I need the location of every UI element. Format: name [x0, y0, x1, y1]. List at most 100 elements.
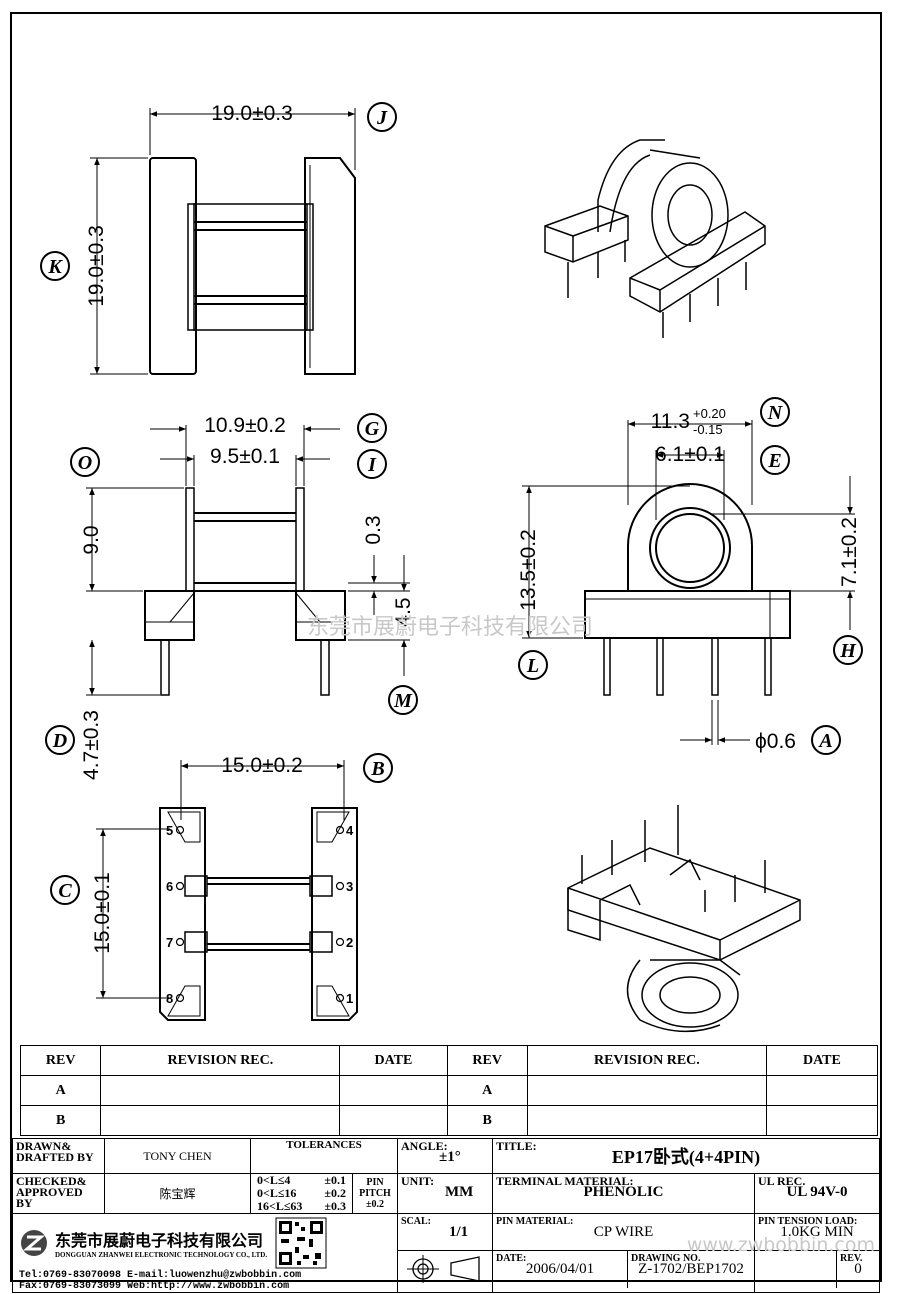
- unit-value: MM: [445, 1184, 474, 1200]
- pin-4: 4: [346, 823, 354, 838]
- pin-tension-value: 1.0KG MIN: [780, 1224, 854, 1240]
- watermark-text: 东莞市展蔚电子科技有限公司: [307, 615, 593, 640]
- rev-header-2: REV: [446, 1045, 528, 1076]
- iso-view-bottom: [567, 805, 801, 1033]
- label-a: A: [811, 725, 841, 755]
- front-view-dims: [522, 420, 855, 745]
- svg-text:K: K: [47, 256, 63, 278]
- revision-table: REV REVISION REC. DATE REV REVISION REC.…: [19, 1045, 879, 1136]
- label-j: J: [367, 102, 397, 132]
- svg-text:H: H: [839, 640, 857, 662]
- dim-side-pin: 4.7±0.3: [80, 710, 103, 780]
- dim-front-height: 13.5±0.2: [517, 529, 540, 611]
- title-block: DRAWN& DRAFTED BY TONY CHEN TOLERANCES A…: [12, 1138, 880, 1293]
- pin-7: 7: [166, 935, 173, 950]
- revision-rec-header-2: REVISION REC.: [526, 1045, 767, 1076]
- pin-2: 2: [346, 935, 353, 950]
- side-view: [144, 487, 346, 696]
- dim-front-71: 7.1±0.2: [838, 517, 861, 587]
- unit-caption: UNIT:: [401, 1174, 435, 1188]
- pin-material-caption: PIN MATERIAL:: [496, 1216, 574, 1227]
- drawing-no-value: Z-1702/BEP1702: [638, 1261, 744, 1277]
- dim-side-03: 0.3: [362, 515, 385, 544]
- ul-caption: UL REC.: [758, 1174, 806, 1188]
- front-view: [584, 483, 791, 696]
- table-row: A A: [19, 1075, 879, 1106]
- iso-view-top: [544, 139, 766, 338]
- dim-bottom-width: 15.0±0.2: [221, 754, 303, 777]
- label-k: K: [40, 251, 70, 281]
- dim-front-width-tol-plus: +0.20: [693, 406, 726, 421]
- dim-pin-dia: ϕ0.6: [755, 730, 796, 753]
- drawn-name: TONY CHEN: [104, 1138, 251, 1174]
- checked-name: 陈宝辉: [104, 1173, 251, 1214]
- top-view-dims: [90, 108, 356, 375]
- label-l: L: [518, 650, 548, 680]
- drawn-caption: DRAWN& DRAFTED BY: [12, 1138, 105, 1174]
- svg-text:M: M: [393, 690, 413, 712]
- svg-text:N: N: [767, 402, 784, 424]
- dim-side-outer: 10.9±0.2: [204, 414, 286, 437]
- title-value: EP17卧式(4+4PIN): [611, 1147, 761, 1167]
- svg-text:J: J: [376, 107, 388, 129]
- ul-value: UL 94V-0: [786, 1184, 848, 1200]
- table-row: B B: [19, 1105, 879, 1136]
- label-e: E: [760, 445, 790, 475]
- dim-side-45: 4.5: [392, 597, 415, 626]
- pin-material-value: CP WIRE: [593, 1224, 654, 1240]
- checked-caption: CHECKED& APPROVED BY: [12, 1173, 105, 1214]
- date-value: 2006/04/01: [525, 1261, 595, 1277]
- label-i: I: [357, 449, 387, 479]
- tolerances-caption: TOLERANCES: [250, 1138, 398, 1174]
- pin-5: 5: [166, 823, 173, 838]
- projection-symbol-icon: [407, 1255, 480, 1283]
- web-text: Web:http://www.zwbobbin.com: [127, 1281, 290, 1292]
- rev-value: 0: [854, 1261, 862, 1277]
- dim-top-width: 19.0±0.3: [211, 102, 293, 125]
- side-view-dims: [86, 425, 410, 696]
- company-block: 东莞市展蔚电子科技有限公司 DONGGUAN ZHANWEI ELECTRONI…: [12, 1213, 398, 1293]
- tel-text: Tel:0769-83070098: [19, 1270, 122, 1281]
- pin-8: 8: [166, 991, 173, 1006]
- dim-front-inner: 6.1±0.1: [655, 443, 725, 466]
- label-d: D: [45, 725, 75, 755]
- company-cn: 东莞市展蔚电子科技有限公司: [55, 1231, 264, 1250]
- svg-text:I: I: [367, 454, 377, 476]
- qr-code-icon: [275, 1217, 327, 1269]
- svg-text:E: E: [767, 450, 781, 472]
- scale-value: 1/1: [449, 1224, 469, 1240]
- date-caption: DATE:: [496, 1253, 527, 1264]
- date-header-2: DATE: [765, 1045, 879, 1076]
- title-caption: TITLE:: [496, 1139, 537, 1153]
- rev-caption: REV.: [840, 1253, 863, 1264]
- technical-drawing: 19.0±0.3 19.0±0.3 10.9±0.2 9.5±0.1 9.0 0…: [40, 102, 863, 1033]
- dim-side-inner: 9.5±0.1: [210, 445, 280, 468]
- label-g: G: [357, 413, 387, 443]
- label-c: C: [50, 875, 80, 905]
- web-watermark: www.zwbobbin.com: [686, 1234, 875, 1256]
- drawing-no-caption: DRAWING NO.: [631, 1253, 701, 1264]
- scale-caption: SCAL:: [401, 1216, 432, 1227]
- revision-rec-header: REVISION REC.: [100, 1045, 341, 1076]
- svg-text:O: O: [78, 452, 92, 474]
- callout-labels: J K G I O N E L H M D A B C: [40, 102, 863, 905]
- svg-text:G: G: [365, 418, 380, 440]
- svg-text:C: C: [58, 880, 72, 902]
- pin-1: 1: [346, 991, 353, 1006]
- terminal-caption: TERMINAL MATERIAL:: [496, 1174, 634, 1188]
- dim-bottom-height: 15.0±0.1: [91, 872, 114, 954]
- label-h: H: [833, 635, 863, 665]
- email-text: E-mail:luowenzhu@zwbobbin.com: [127, 1270, 302, 1281]
- pin-tension-caption: PIN TENSION LOAD:: [758, 1216, 858, 1227]
- dim-front-width: 11.3: [651, 410, 690, 433]
- terminal-value: PHENOLIC: [583, 1184, 664, 1200]
- bottom-view: [159, 807, 358, 1021]
- pin-numbers: 5 6 7 8 4 3 2 1: [166, 823, 354, 1006]
- pin-pitch-value: ±0.2: [366, 1199, 384, 1210]
- top-view: [149, 157, 356, 375]
- pin-6: 6: [166, 879, 173, 894]
- fax-text: Fax:0769-83073099: [19, 1281, 122, 1292]
- angle-value: ±1°: [439, 1149, 461, 1165]
- label-m: M: [388, 685, 418, 715]
- label-b: B: [363, 753, 393, 783]
